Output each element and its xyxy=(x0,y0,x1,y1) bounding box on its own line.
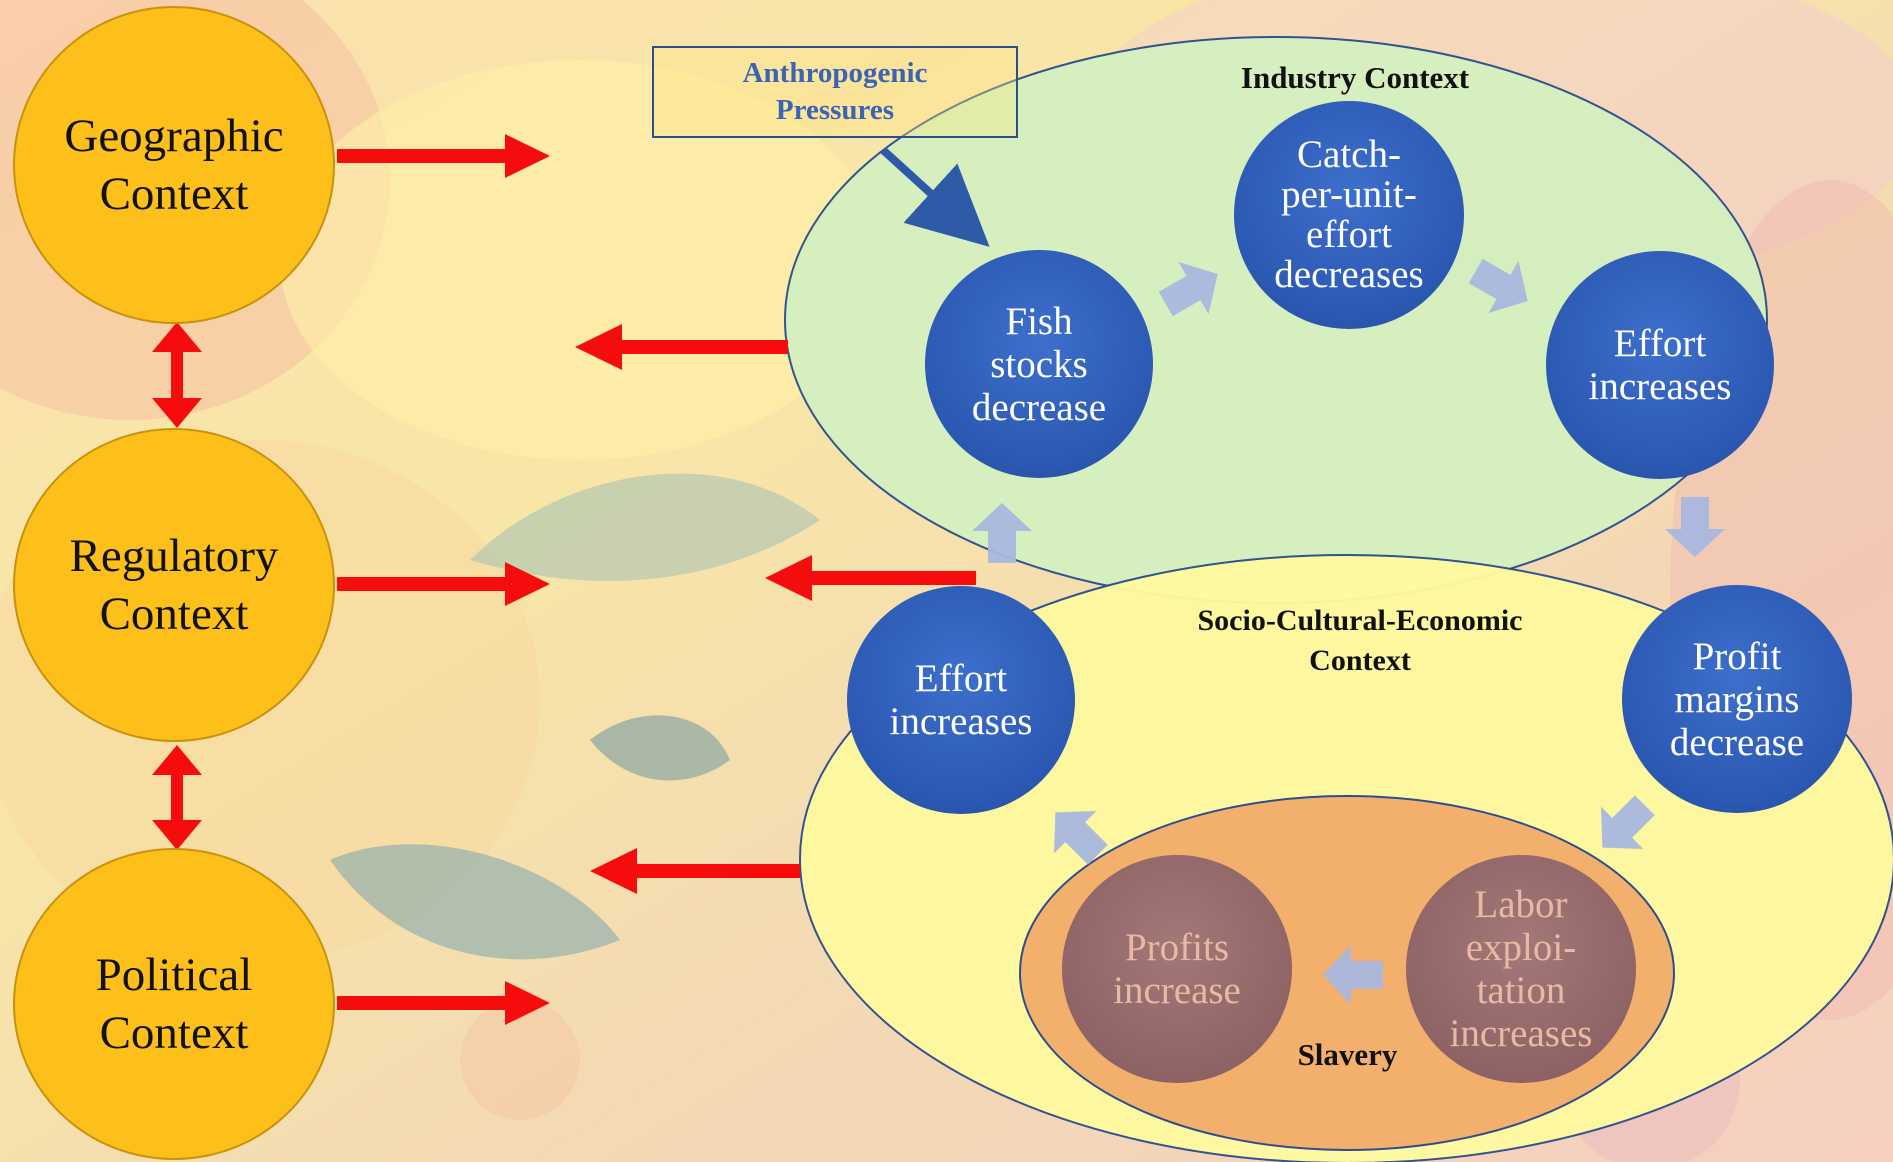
node-fish-stocks-decrease: Fish stocks decrease xyxy=(925,250,1153,478)
node-profit-margins-decrease: Profit margins decrease xyxy=(1622,585,1852,813)
anthropogenic-pressures-label: Anthropogenic Pressures xyxy=(742,57,928,126)
cycle-arrow-5 xyxy=(1323,945,1383,1005)
node-profits-increase-label: Profits increase xyxy=(1113,926,1241,1012)
cycle-arrow-3 xyxy=(1665,497,1725,557)
arrow-political-right xyxy=(337,981,550,1025)
arrow-geographic-right xyxy=(337,134,550,178)
arrow-regulatory-right xyxy=(337,562,550,606)
political-context-circle: Political Context xyxy=(13,848,335,1160)
node-effort-increases-left: Effort increases xyxy=(847,586,1075,814)
cycle-arrow-4 xyxy=(1600,795,1655,850)
node-effort-increases-right: Effort increases xyxy=(1546,251,1774,479)
regulatory-context-circle: Regulatory Context xyxy=(13,428,335,742)
node-cpue-decreases: Catch- per-unit- effort decreases xyxy=(1234,101,1464,329)
cycle-arrow-6 xyxy=(1053,810,1108,865)
node-profit-margins-decrease-label: Profit margins decrease xyxy=(1669,634,1805,764)
slavery-title: Slavery xyxy=(1297,1037,1398,1072)
node-labor-exploitation-increases: Labor exploi- tation increases xyxy=(1406,855,1636,1083)
industry-context-title: Industry Context xyxy=(1240,60,1470,95)
arrow-slavery-left xyxy=(590,848,800,894)
political-context-label: Political Context xyxy=(95,949,253,1059)
anthropogenic-pressures-box: Anthropogenic Pressures xyxy=(652,46,1018,138)
node-labor-exploitation-label: Labor exploi- tation increases xyxy=(1449,883,1593,1055)
socio-context-title: Socio-Cultural-Economic Context xyxy=(1197,604,1523,677)
node-effort-increases-right-label: Effort increases xyxy=(1588,322,1732,408)
cycle-arrow-7 xyxy=(972,503,1032,563)
geographic-context-circle: Geographic Context xyxy=(13,6,335,324)
cycle-arrow-2 xyxy=(1468,258,1528,313)
vertical-double-arrow-2 xyxy=(152,745,202,850)
node-cpue-decreases-label: Catch- per-unit- effort decreases xyxy=(1274,133,1424,296)
node-profits-increase: Profits increase xyxy=(1062,855,1292,1083)
vertical-double-arrow-1 xyxy=(152,322,202,428)
node-fish-stocks-decrease-label: Fish stocks decrease xyxy=(971,299,1107,429)
arrow-socio-left xyxy=(765,555,976,601)
cycle-arrow-1 xyxy=(1158,262,1218,317)
geographic-context-label: Geographic Context xyxy=(64,110,284,220)
node-effort-increases-left-label: Effort increases xyxy=(889,657,1033,743)
pressure-arrow xyxy=(880,147,990,247)
arrow-industry-left xyxy=(575,324,788,370)
regulatory-context-label: Regulatory Context xyxy=(69,530,279,640)
